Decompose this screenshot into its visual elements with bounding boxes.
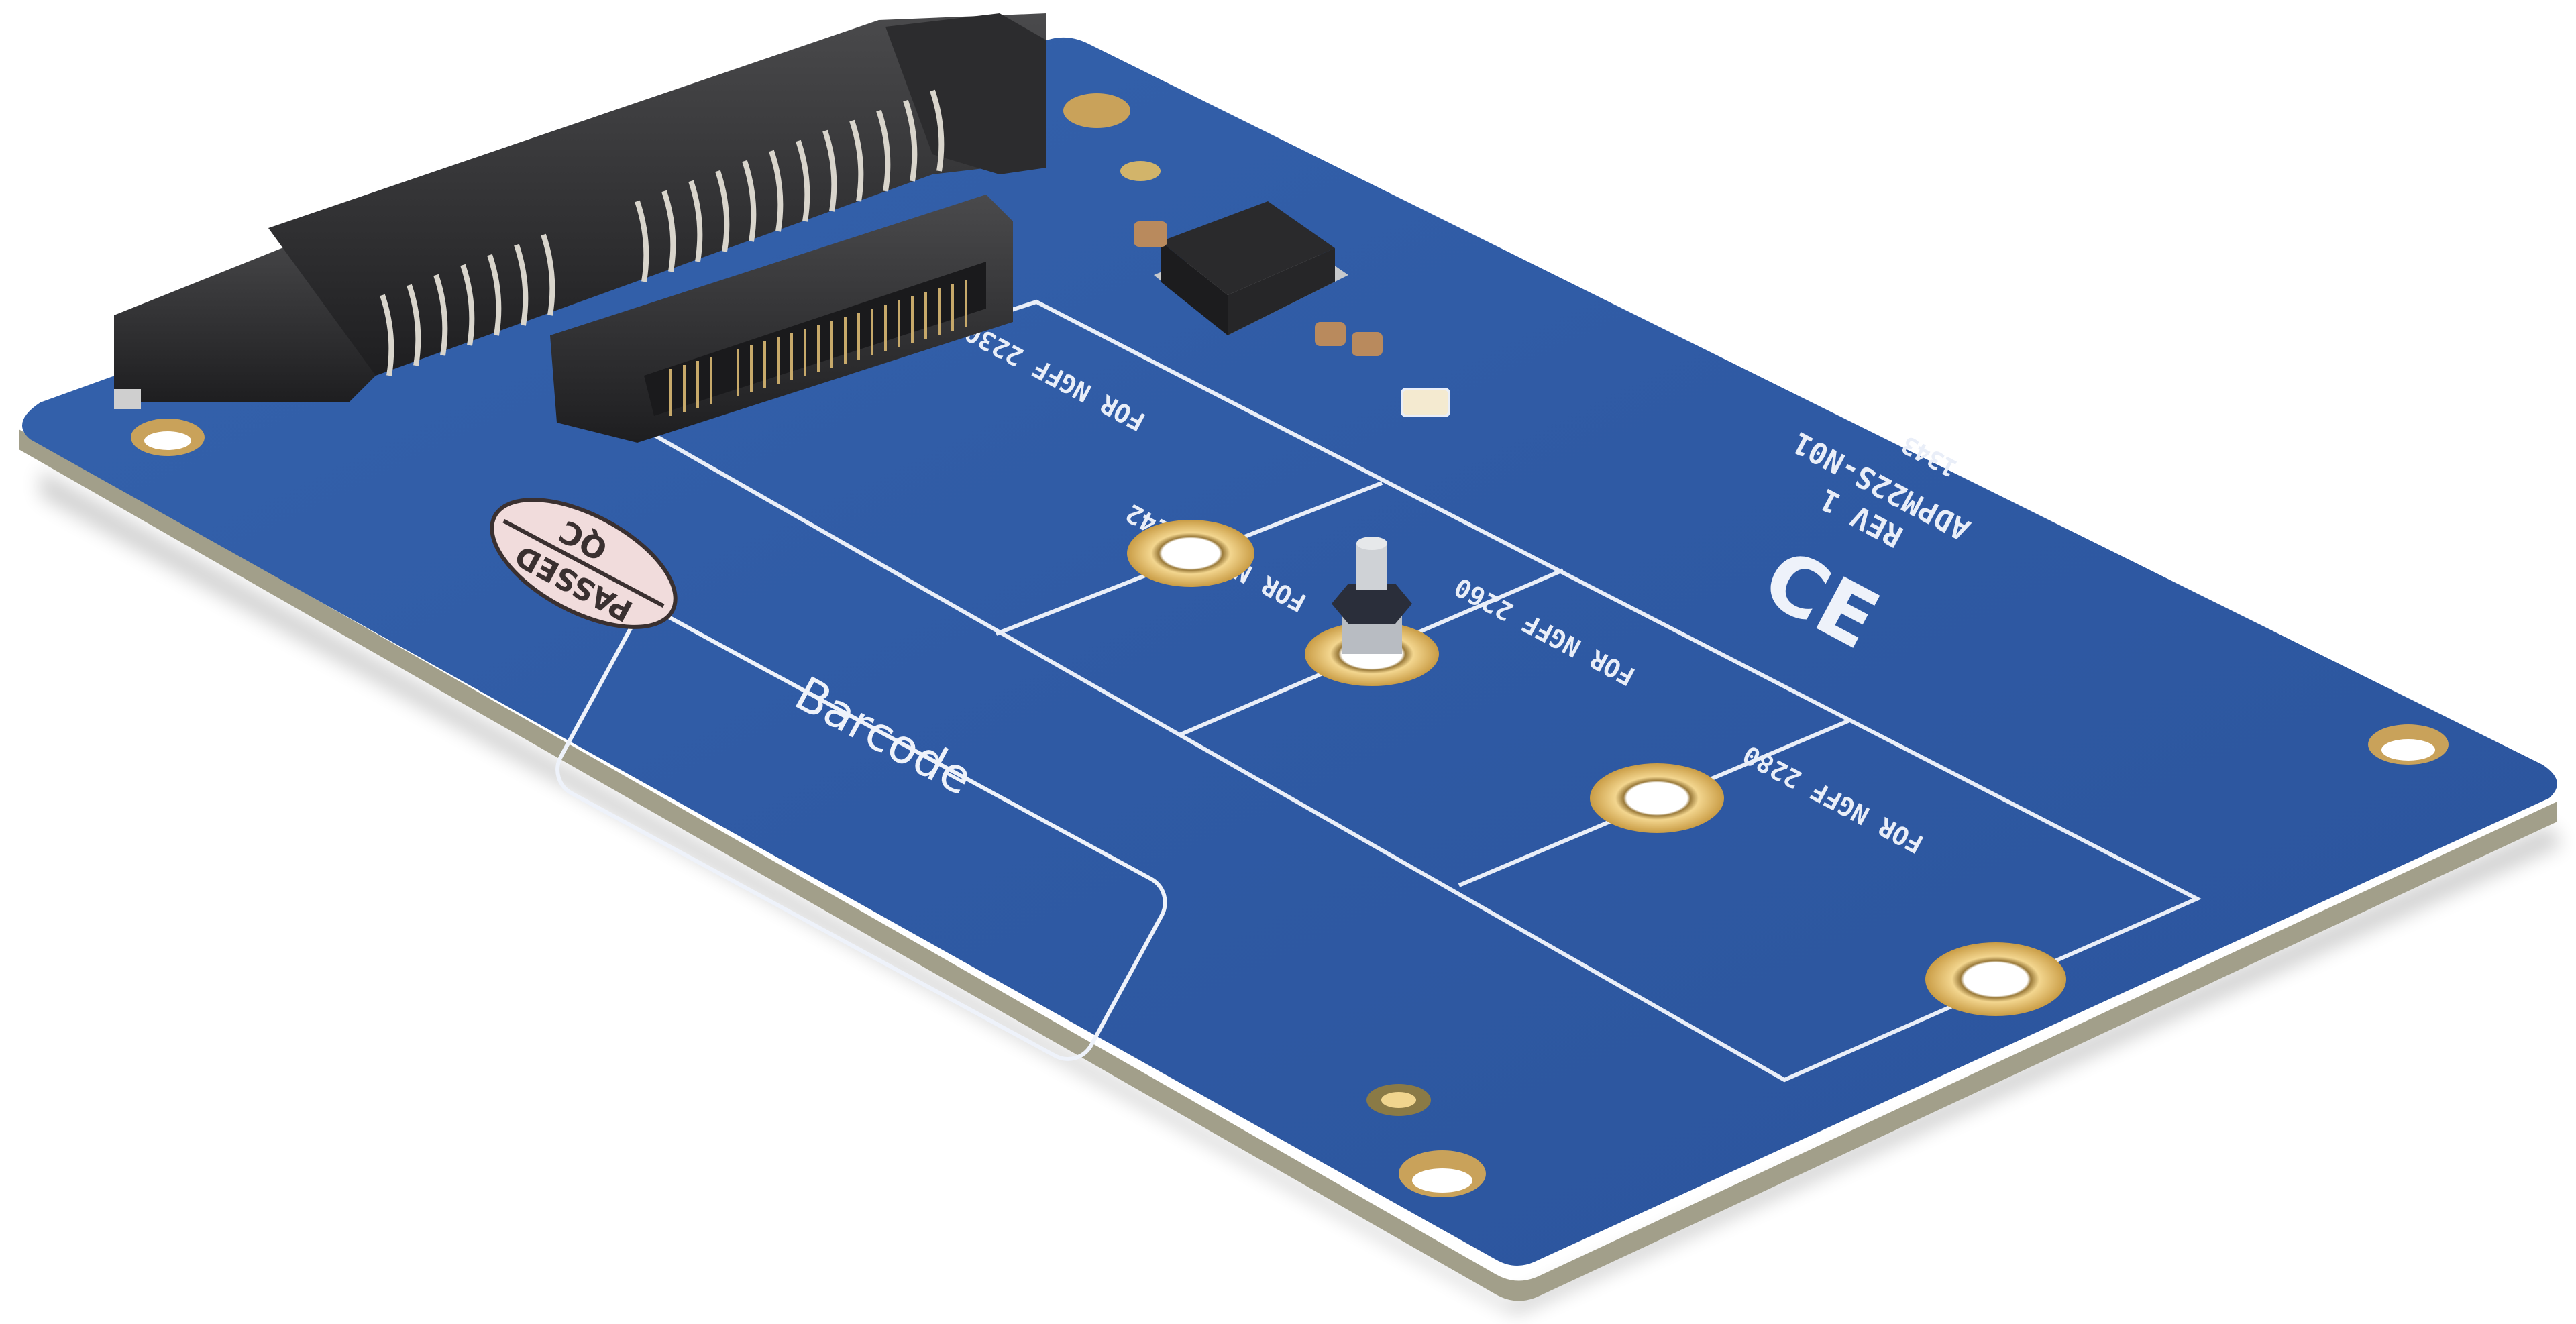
barcode-box bbox=[555, 611, 1167, 1061]
board-hole-left-inner bbox=[144, 431, 191, 450]
m2-socket bbox=[550, 195, 1013, 443]
board-hole-top bbox=[1063, 93, 1130, 128]
capacitor bbox=[1315, 322, 1346, 346]
via-pad-top bbox=[1120, 161, 1161, 181]
status-led bbox=[1401, 388, 1450, 417]
board-hole-bottom-inner bbox=[1412, 1168, 1472, 1193]
sata-connector bbox=[114, 13, 1046, 409]
mount-hole-2230 bbox=[1127, 520, 1254, 587]
capacitor bbox=[1134, 221, 1167, 247]
via-pad-center bbox=[1381, 1092, 1416, 1108]
mount-hole-2280 bbox=[1925, 942, 2066, 1016]
power-inductor bbox=[1154, 201, 1348, 335]
mount-hole-2260 bbox=[1590, 763, 1724, 833]
board-hole-right-inner bbox=[2381, 739, 2435, 761]
capacitor bbox=[1352, 332, 1383, 356]
standoff-screw bbox=[1305, 537, 1439, 686]
